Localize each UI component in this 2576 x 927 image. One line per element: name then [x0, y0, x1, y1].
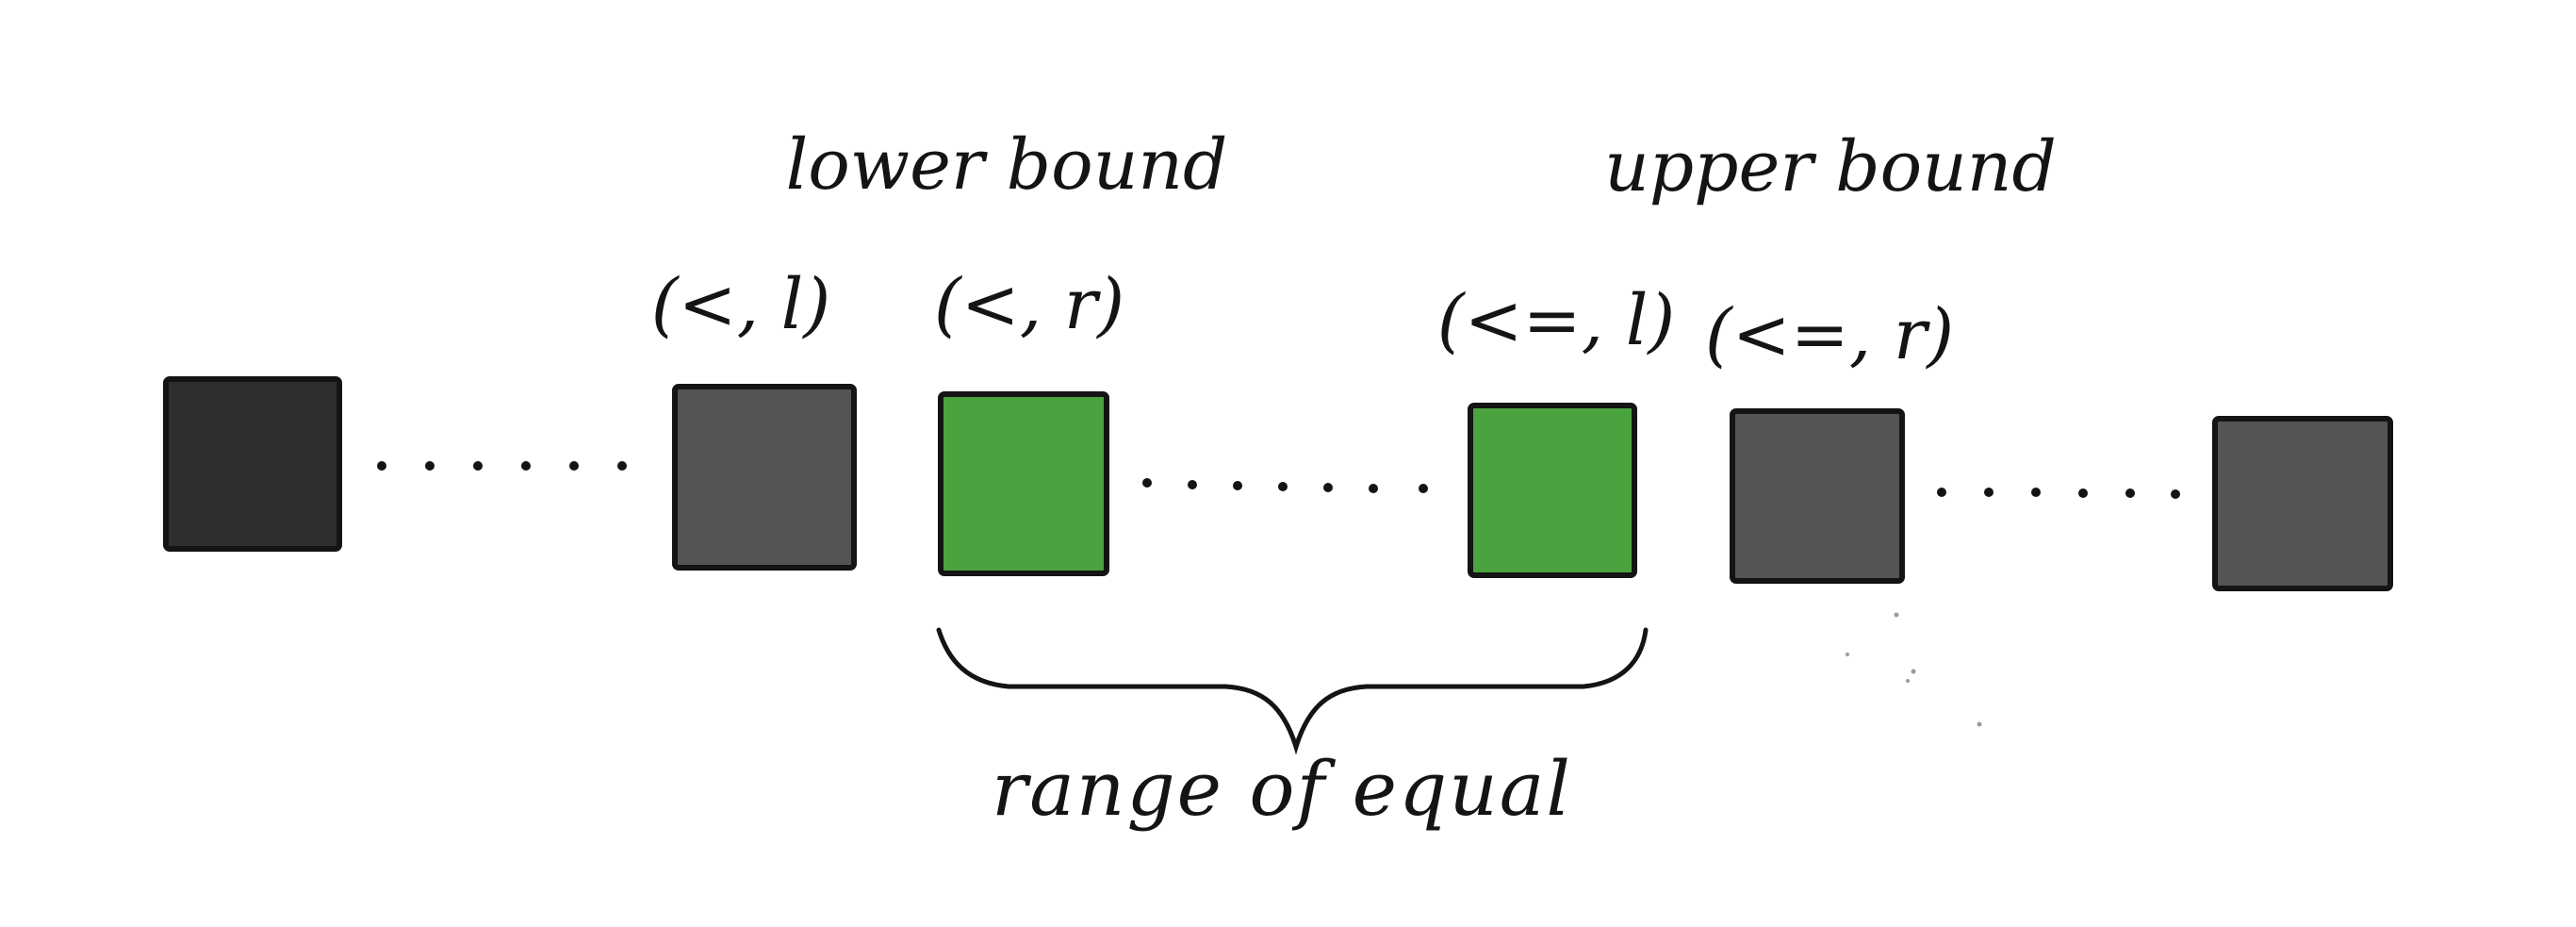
block-lower-bound [938, 391, 1109, 576]
upper-right-label: (<=, r) [1705, 294, 1954, 375]
upper-left-label: (<=, l) [1437, 280, 1675, 361]
ellipsis-dots-3 [1937, 488, 2180, 499]
block-end [2212, 416, 2393, 591]
lower-left-label: (<, l) [651, 264, 830, 345]
range-of-equal-caption: range of equal [992, 745, 1572, 833]
block-first [163, 376, 342, 552]
block-before-lower [672, 384, 857, 571]
block-last-equal [1468, 403, 1637, 578]
ellipsis-dots-2 [1142, 478, 1428, 493]
block-upper-bound [1730, 408, 1905, 584]
upper-bound-heading: upper bound [1604, 126, 2057, 207]
ellipsis-dots-1 [377, 461, 627, 471]
stray-ink-marks [1846, 612, 1982, 727]
lower-bound-heading: lower bound [786, 124, 1228, 206]
lower-right-label: (<, r) [934, 264, 1124, 345]
equal-range-brace [936, 627, 1649, 755]
